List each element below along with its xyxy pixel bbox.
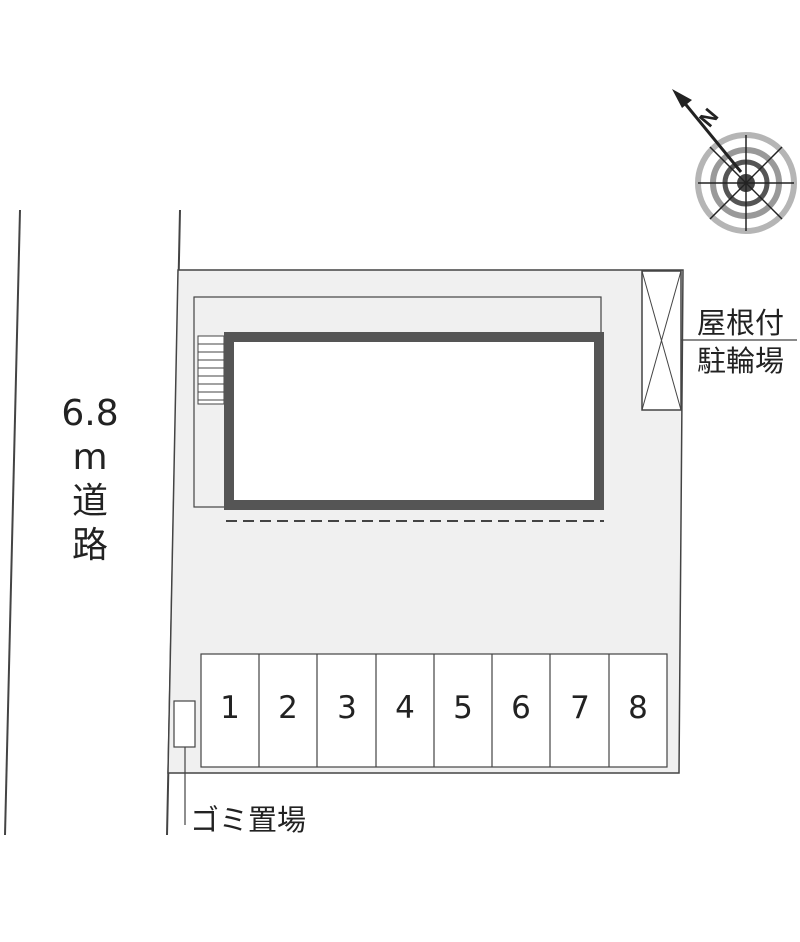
bike-parking-label-line2: 駐輪場: [697, 344, 785, 378]
compass-icon: [695, 132, 797, 234]
parking-slot-2: 2: [278, 690, 298, 726]
road-width-text: 6.8: [61, 393, 119, 434]
north-arrow-icon: [672, 89, 743, 173]
road-edge-left: [4, 209, 21, 836]
parking-slot-8: 8: [628, 690, 648, 726]
parking-slot-5: 5: [453, 690, 473, 726]
parking-area: [200, 653, 668, 768]
road-unit-text: m: [72, 437, 108, 478]
road-char-2: 路: [71, 525, 108, 566]
parking-slot-3: 3: [337, 690, 357, 726]
road-char-1: 道: [71, 481, 108, 522]
road-label: 6.8 m 道 路: [58, 392, 122, 568]
parking-slot-7: 7: [570, 690, 590, 726]
building: [224, 332, 604, 510]
bike-parking-label: 屋根付 駐輪場: [697, 304, 784, 380]
bike-parking-label-line1: 屋根付: [697, 306, 785, 340]
stairs: [197, 335, 225, 405]
bike-parking-box: [641, 270, 682, 411]
parking-slot-4: 4: [395, 690, 415, 726]
trash-box: [173, 700, 196, 748]
parking-slot-6: 6: [511, 690, 531, 726]
parking-slot-1: 1: [220, 690, 240, 726]
trash-label: ゴミ置場: [190, 803, 307, 837]
north-label: N: [694, 103, 723, 131]
